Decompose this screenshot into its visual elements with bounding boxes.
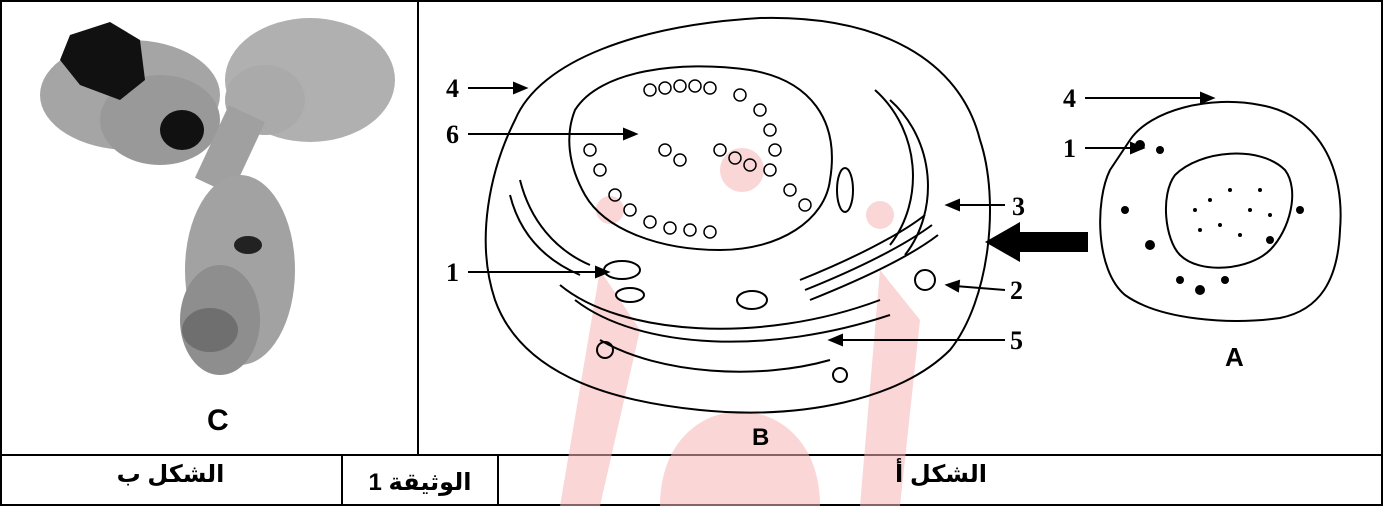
vertical-divider-top — [417, 0, 419, 454]
document-label: الوثيقة 1 — [368, 469, 472, 496]
cell-a-membrane — [1099, 100, 1342, 322]
antibody-letter: C — [207, 404, 229, 437]
watermark — [560, 148, 920, 506]
cell-b-letter: B — [752, 424, 770, 451]
figure-b-caption: الشكل ب — [116, 461, 225, 488]
cell-a-nucleus — [1164, 152, 1294, 269]
cell-b-label-arrows — [468, 81, 1006, 347]
cell-b-label-6: 6 — [446, 120, 459, 149]
vertical-divider-bottom-2 — [497, 454, 499, 506]
cell-a-label-4: 4 — [1063, 84, 1076, 113]
transform-arrow — [985, 222, 1088, 262]
cell-b-nucleus — [568, 65, 833, 252]
cell-a-letter: A — [1225, 342, 1244, 372]
cell-b-label-1: 1 — [446, 258, 459, 287]
cell-a-granules — [1121, 140, 1304, 295]
cell-b-label-5: 5 — [1010, 326, 1023, 355]
cell-a-diagram — [1099, 100, 1342, 322]
cell-a-label-1: 1 — [1063, 134, 1076, 163]
figure-a-caption: الشكل أ — [895, 461, 987, 488]
antibody-molecule — [40, 18, 395, 375]
cell-a-label-arrows — [1085, 91, 1216, 155]
cell-b-label-4: 4 — [446, 74, 459, 103]
vertical-divider-bottom-1 — [341, 454, 343, 506]
cell-b-label-3: 3 — [1012, 192, 1025, 221]
cell-b-label-2: 2 — [1010, 276, 1023, 305]
